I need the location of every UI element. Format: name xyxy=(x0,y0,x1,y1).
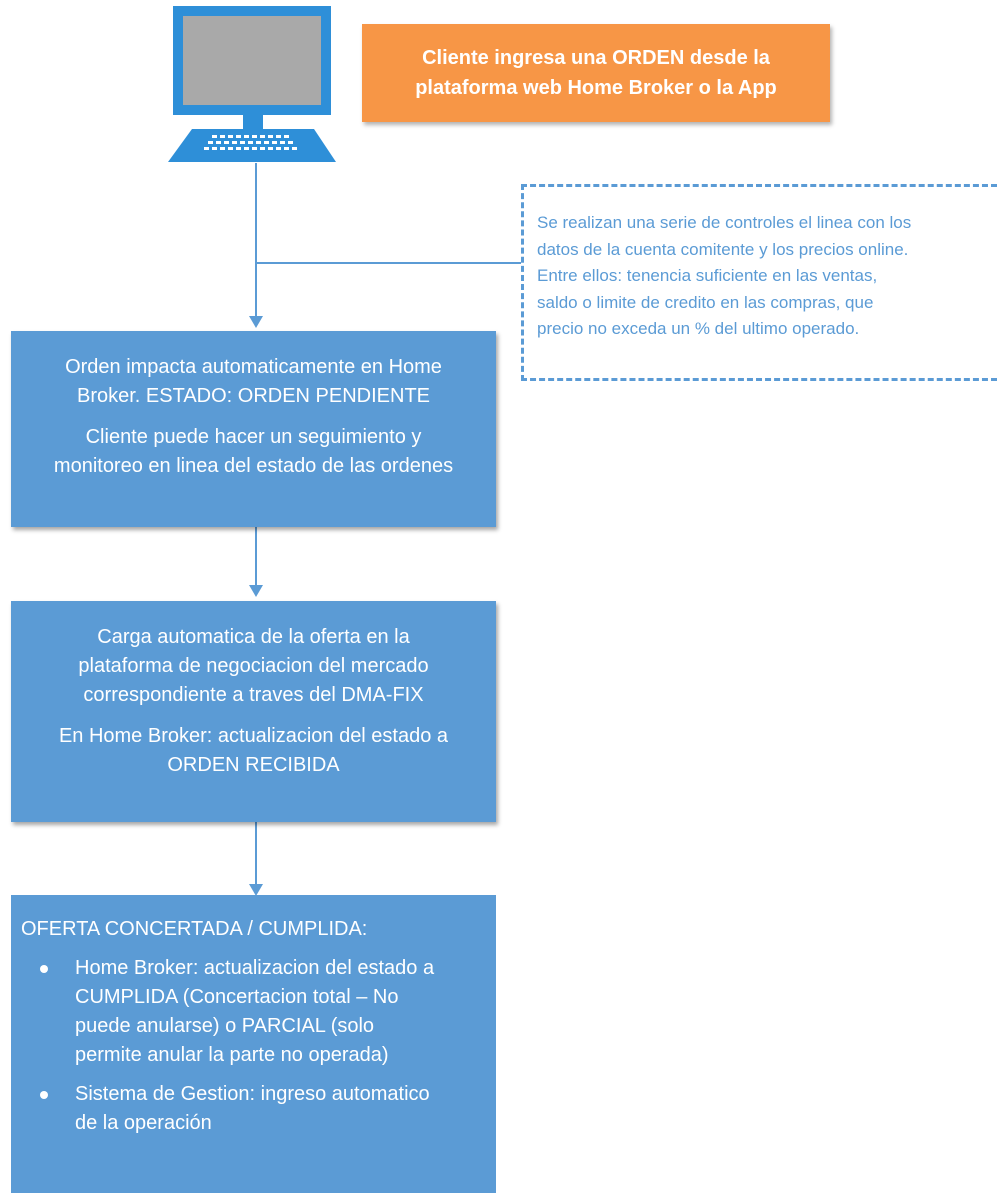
step3-bullet-list: Home Broker: actualizacion del estado a … xyxy=(21,954,482,1138)
callout-line: Cliente ingresa una ORDEN desde la xyxy=(422,47,770,69)
note-line: Se realizan una serie de controles el li… xyxy=(537,213,912,232)
bullet-icon xyxy=(40,1091,48,1099)
arrowhead-step2 xyxy=(249,585,263,597)
note-line: precio no exceda un % del ultimo operado… xyxy=(537,319,860,338)
step2-para2: En Home Broker: actualizacion del estado… xyxy=(58,725,449,776)
step1-para1: Orden impacta automaticamente en Home Br… xyxy=(65,356,442,407)
callout-line: plataforma web Home Broker o la App xyxy=(415,77,777,99)
list-item: Sistema de Gestion: ingreso automatico d… xyxy=(21,1080,482,1138)
order-entry-callout: Cliente ingresa una ORDEN desde la plata… xyxy=(362,24,830,122)
computer-icon xyxy=(168,6,336,162)
step1-para2: Cliente puede hacer un seguimiento y mon… xyxy=(53,426,454,477)
bullet-icon xyxy=(40,965,48,973)
step-order-pending: Orden impacta automaticamente en Home Br… xyxy=(11,331,496,527)
list-item: Home Broker: actualizacion del estado a … xyxy=(21,954,482,1070)
step2-para1: Carga automatica de la oferta en la plat… xyxy=(78,626,429,706)
note-line: saldo o limite de credito en las compras… xyxy=(537,292,874,312)
arrowhead-step1 xyxy=(249,316,263,328)
note-line: Entre ellos: tenencia suficiente en las … xyxy=(537,266,878,285)
arrowhead-step3 xyxy=(249,884,263,896)
note-line: datos de la cuenta comitente y los preci… xyxy=(537,239,909,259)
step-order-received: Carga automatica de la oferta en la plat… xyxy=(11,601,496,822)
step3-heading: OFERTA CONCERTADA / CUMPLIDA: xyxy=(21,918,368,940)
step-order-fulfilled: OFERTA CONCERTADA / CUMPLIDA: Home Broke… xyxy=(11,895,496,1193)
controls-note: Se realizan una serie de controles el li… xyxy=(521,184,997,381)
